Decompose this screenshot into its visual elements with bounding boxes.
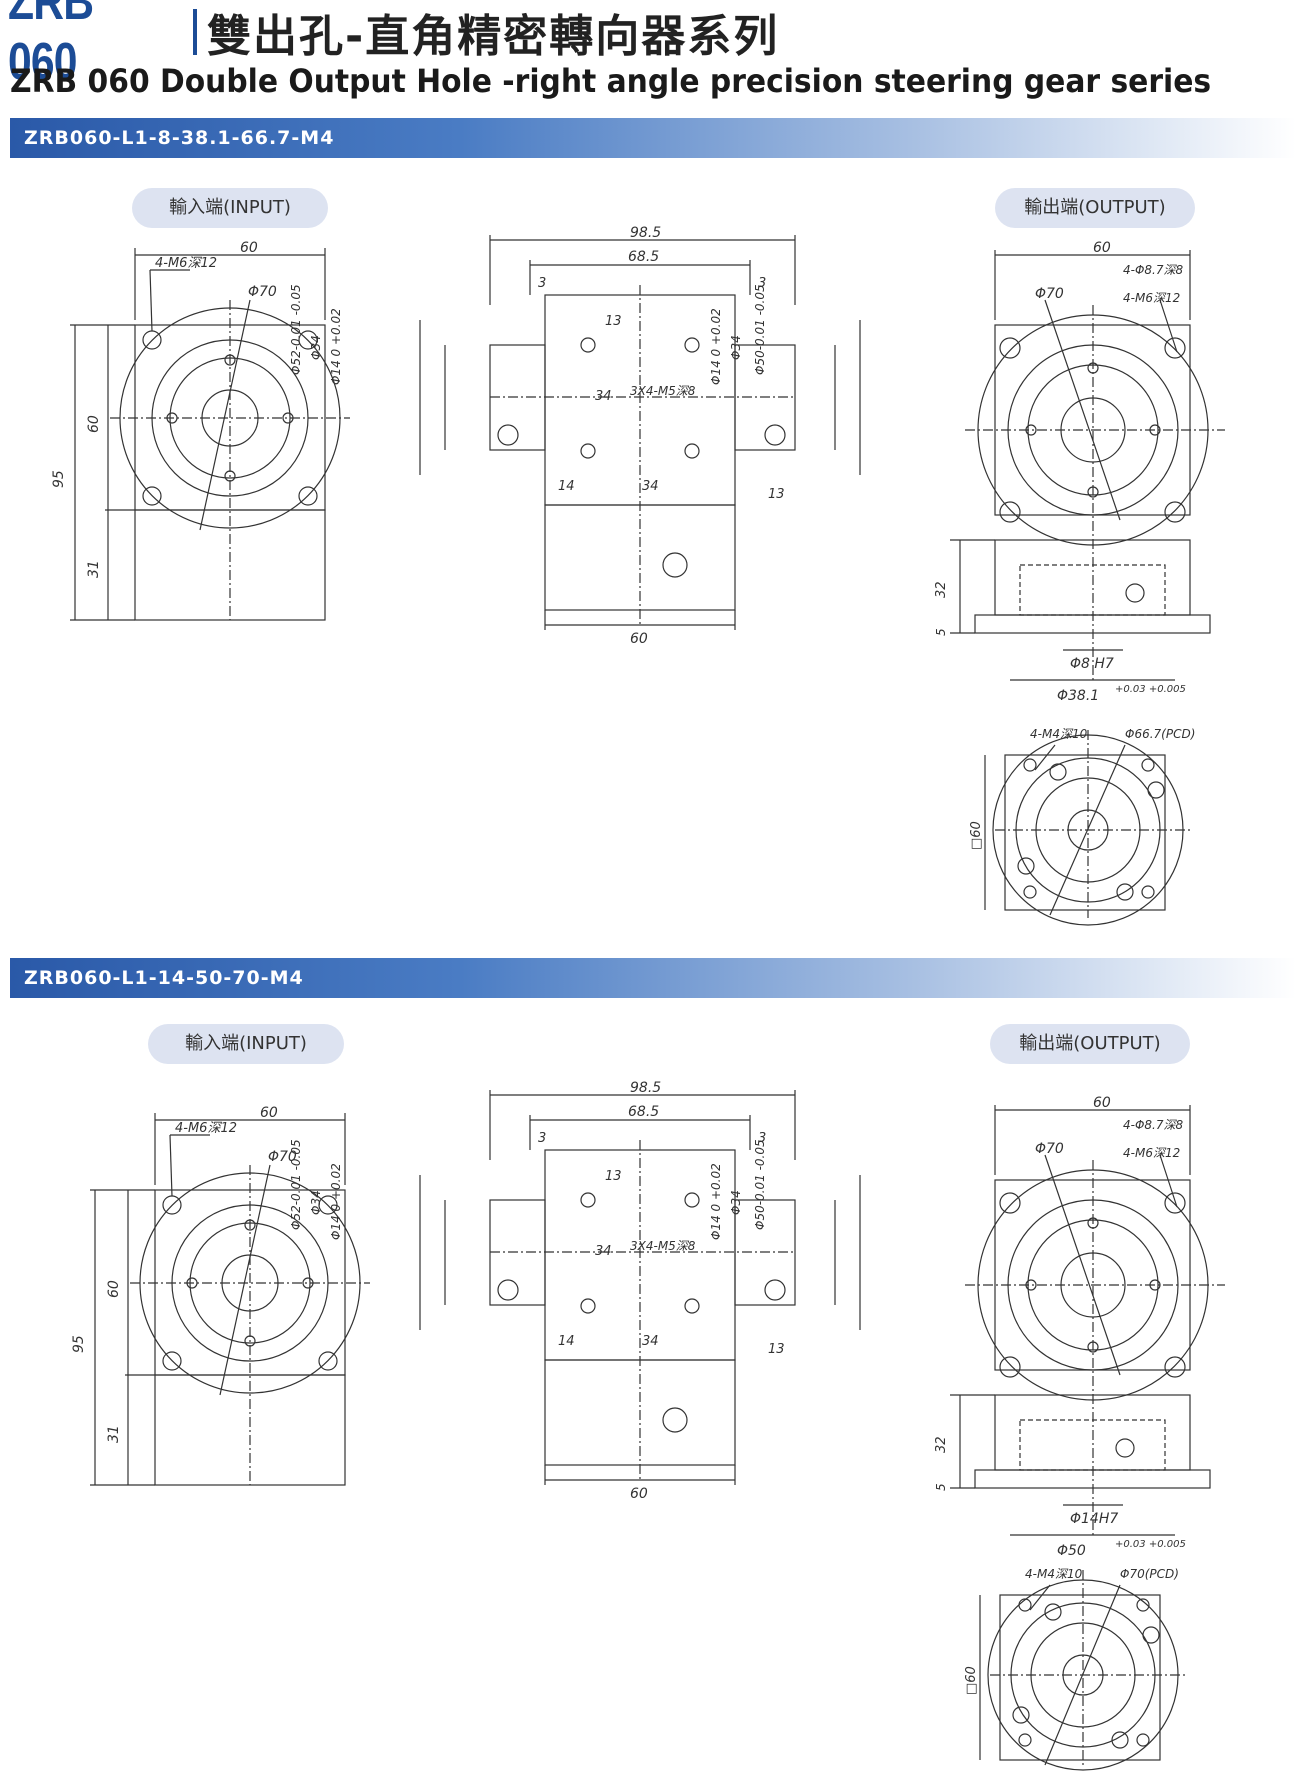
side-right-d14: Φ14 0 +0.02: [709, 308, 723, 385]
output-label-1: 輸出端(OUTPUT): [995, 188, 1195, 228]
flange-view-drawing-1: 4-M4深10 Φ66.7(PCD) □60: [969, 727, 1195, 926]
output-view-drawing-1: 60 4-Φ8.7深8 4-M6深12 Φ70 32 5 Φ8 H7 Φ38.1…: [934, 240, 1225, 704]
section-model-1: ZRB060-L1-8-38.1-66.7-M4: [24, 127, 335, 149]
output-spigot: Φ50: [1057, 1543, 1086, 1559]
side-right-d50: Φ50-0.01 -0.05: [753, 1139, 767, 1230]
output-h32: 32: [934, 1436, 949, 1453]
input-view-drawing-2: 60 4-M6深12 Φ70 60 95 31: [71, 1105, 370, 1486]
side-overall-label: 98.5: [630, 1080, 661, 1096]
side-gap-left: 3: [538, 1131, 546, 1146]
output-width-label: 60: [1093, 240, 1111, 256]
input-width-label: 60: [260, 1105, 278, 1121]
output-bore: Φ8 H7: [1070, 656, 1114, 672]
output-hole-b: 4-M6深12: [1123, 291, 1180, 305]
input-height-base: 31: [106, 1425, 122, 1443]
section-model-2: ZRB060-L1-14-50-70-M4: [24, 967, 304, 989]
input-height-total: 95: [71, 1335, 87, 1353]
side-right-d34: Φ34: [729, 1190, 743, 1215]
section-band-1: ZRB060-L1-8-38.1-66.7-M4: [10, 118, 1296, 158]
output-hole-a: 4-Φ8.7深8: [1123, 1118, 1183, 1132]
side-left-d34: Φ34: [309, 335, 323, 360]
side-left-d52: Φ52-0.01 -0.05: [289, 284, 303, 375]
side-right-d34: Φ34: [729, 335, 743, 360]
output-spigot-tol: +0.03 +0.005: [1115, 1539, 1186, 1550]
input-width-label: 60: [240, 240, 258, 256]
title-english: ZRB 060 Double Output Hole -right angle …: [10, 62, 1212, 100]
output-h5: 5: [934, 628, 948, 636]
output-width-label: 60: [1093, 1095, 1111, 1111]
flange-pcd-label: Φ70(PCD): [1120, 1567, 1179, 1581]
side-left-d34: Φ34: [309, 1190, 323, 1215]
input-height-top: 60: [106, 1280, 122, 1298]
side-dim-34: 34: [642, 479, 659, 494]
side-view-drawing-1: 98.5 68.5 3 3 13 34 3X4-M5深8 14 34 13 60…: [289, 225, 861, 647]
side-hole-v: 13: [605, 1169, 622, 1184]
output-label-2: 輸出端(OUTPUT): [990, 1024, 1190, 1064]
side-gap-right: 3: [758, 276, 766, 291]
page-title: ZRB 060 雙出孔-直角精密轉向器系列: [8, 0, 780, 91]
side-dim-13: 13: [768, 1342, 785, 1357]
output-h32: 32: [934, 581, 949, 598]
side-body-label: 68.5: [628, 1104, 659, 1120]
input-label-1: 輸入端(INPUT): [132, 188, 328, 228]
side-hole-pitch: 34: [595, 1244, 612, 1259]
side-hole-v: 13: [605, 314, 622, 329]
input-label-2: 輸入端(INPUT): [148, 1024, 344, 1064]
output-hole-b: 4-M6深12: [1123, 1146, 1180, 1160]
flange-tap-label: 4-M4深10: [1030, 727, 1088, 741]
side-gap-right: 3: [758, 1131, 766, 1146]
side-right-d14: Φ14 0 +0.02: [709, 1163, 723, 1240]
side-dim-34: 34: [642, 1334, 659, 1349]
input-height-base: 31: [86, 560, 102, 578]
side-hole-pitch: 34: [595, 389, 612, 404]
side-dim-14: 14: [558, 1334, 575, 1349]
side-view-drawing-2: 98.5 68.5 3 3 13 34 3X4-M5深8 14 34 13 60…: [289, 1080, 861, 1502]
side-tap-label: 3X4-M5深8: [630, 1239, 696, 1253]
output-h5: 5: [934, 1483, 948, 1491]
model-code: ZRB 060: [8, 0, 94, 91]
output-hole-a: 4-Φ8.7深8: [1123, 263, 1183, 277]
flange-view-drawing-2: 4-M4深10 Φ70(PCD) □60: [964, 1567, 1185, 1771]
flange-square-label: □60: [964, 1666, 979, 1695]
input-view-drawing-1: 60 4-M6深12 Φ70 60 95 31: [51, 240, 350, 621]
output-spigot: Φ38.1: [1057, 688, 1099, 704]
side-base-label: 60: [630, 1486, 648, 1502]
section-band-2: ZRB060-L1-14-50-70-M4: [10, 958, 1296, 998]
side-left-d14: Φ14 0 +0.02: [329, 308, 343, 385]
output-view-drawing-2: 60 4-Φ8.7深8 4-M6深12 Φ70 32 5 Φ14H7 Φ50 +…: [934, 1095, 1225, 1559]
side-left-d14: Φ14 0 +0.02: [329, 1163, 343, 1240]
flange-tap-label: 4-M4深10: [1025, 1567, 1083, 1581]
output-bore: Φ14H7: [1070, 1511, 1118, 1527]
output-dia-label: Φ70: [1035, 286, 1064, 302]
title-chinese: 雙出孔-直角精密轉向器系列: [207, 11, 780, 62]
side-gap-left: 3: [538, 276, 546, 291]
side-left-d52: Φ52-0.01 -0.05: [289, 1139, 303, 1230]
side-dim-13: 13: [768, 487, 785, 502]
side-body-label: 68.5: [628, 249, 659, 265]
flange-pcd-label: Φ66.7(PCD): [1125, 727, 1195, 741]
side-base-label: 60: [630, 631, 648, 647]
flange-square-label: □60: [969, 821, 984, 850]
side-right-d50: Φ50-0.01 -0.05: [753, 284, 767, 375]
side-overall-label: 98.5: [630, 225, 661, 241]
input-bolt-label: 4-M6深12: [175, 1121, 237, 1136]
side-dim-14: 14: [558, 479, 575, 494]
input-bolt-label: 4-M6深12: [155, 256, 217, 271]
output-spigot-tol: +0.03 +0.005: [1115, 684, 1186, 695]
output-dia-label: Φ70: [1035, 1141, 1064, 1157]
input-height-total: 95: [51, 470, 67, 488]
title-divider: [193, 9, 197, 55]
input-dia-label: Φ70: [248, 284, 277, 300]
side-tap-label: 3X4-M5深8: [630, 384, 696, 398]
input-dia-label: Φ70: [268, 1149, 297, 1165]
input-height-top: 60: [86, 415, 102, 433]
